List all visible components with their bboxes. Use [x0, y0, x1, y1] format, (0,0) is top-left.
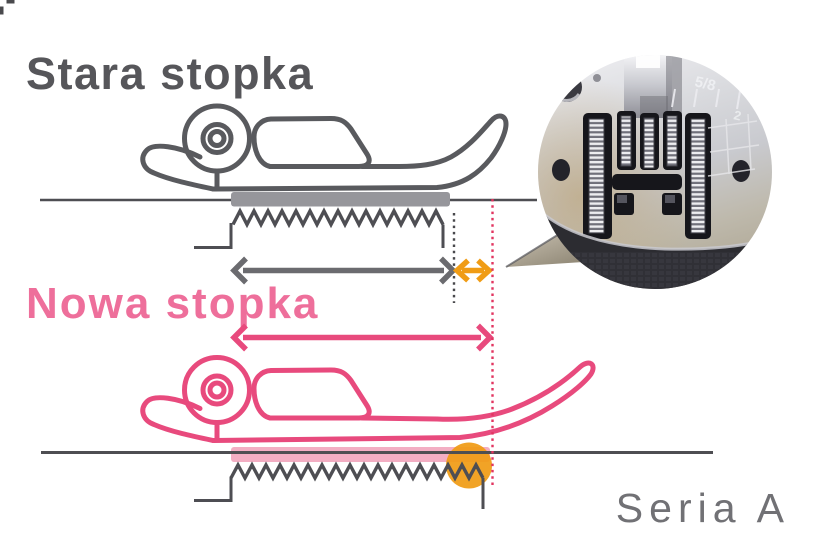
new-foot-contact-bar	[231, 447, 490, 462]
old-foot-drawing	[140, 103, 509, 192]
corner-crop-marks	[0, 0, 15, 15]
needle-plate-photo-callout: 5/8 2	[505, 55, 772, 289]
feed-dog-top-left-step	[194, 223, 233, 249]
arrow-right-head-icon	[476, 323, 494, 352]
feed-dog-bottom	[194, 461, 485, 509]
new-foot-sole-and-toe	[211, 360, 596, 443]
new-foot-heel	[140, 395, 216, 443]
arrow-left-head-icon	[452, 258, 470, 283]
arrow-left-head-icon	[230, 256, 248, 285]
feed-dog-top-zigzag	[231, 207, 445, 229]
old-foot-wheel-hub	[207, 129, 227, 148]
extra-coverage-highlight-circle	[446, 442, 492, 489]
new-foot-body	[251, 367, 372, 421]
series-label: Seria A	[616, 485, 790, 531]
extra-length-arrow	[452, 258, 494, 283]
plate-hole-left	[552, 159, 570, 181]
feed-dog-stub-left	[617, 195, 627, 203]
needle-clamp	[624, 55, 682, 118]
plate-screw	[552, 72, 582, 102]
plate-markings: 5/8 2	[671, 73, 760, 177]
grid-number-marking: 2	[732, 107, 742, 123]
feed-dog-bottom-zigzag	[229, 461, 485, 482]
feed-dog-top	[194, 207, 445, 249]
arrow-left-head-icon	[230, 323, 248, 352]
old-foot-title: Stara stopka	[26, 48, 314, 99]
plate-pin-hole	[593, 74, 601, 82]
arrow-right-head-icon	[476, 258, 494, 283]
feed-dog-stub-right	[665, 195, 675, 203]
new-foot-wheel-hub	[207, 380, 227, 400]
old-foot-sole-and-toe	[211, 113, 509, 192]
new-foot-drawing	[140, 355, 596, 443]
old-foot-body	[251, 116, 372, 169]
etched-grid-lines	[707, 113, 760, 177]
old-foot-heel	[140, 143, 216, 192]
seam-guide-ticks	[671, 88, 741, 110]
new-foot-title: Nowa stopka	[26, 279, 319, 328]
new-foot-wheel	[182, 355, 252, 425]
feed-dog-bottom-left-step	[194, 476, 233, 502]
old-foot-wheel-ring	[200, 122, 234, 155]
feed-dog-teeth-strips	[588, 115, 706, 234]
old-foot-contact-bar	[231, 192, 450, 207]
new-foot-wheel-ring	[200, 373, 234, 407]
old-foot-wheel	[182, 103, 252, 174]
new-length-arrow	[230, 323, 494, 352]
seam-width-marking: 5/8	[693, 73, 717, 94]
